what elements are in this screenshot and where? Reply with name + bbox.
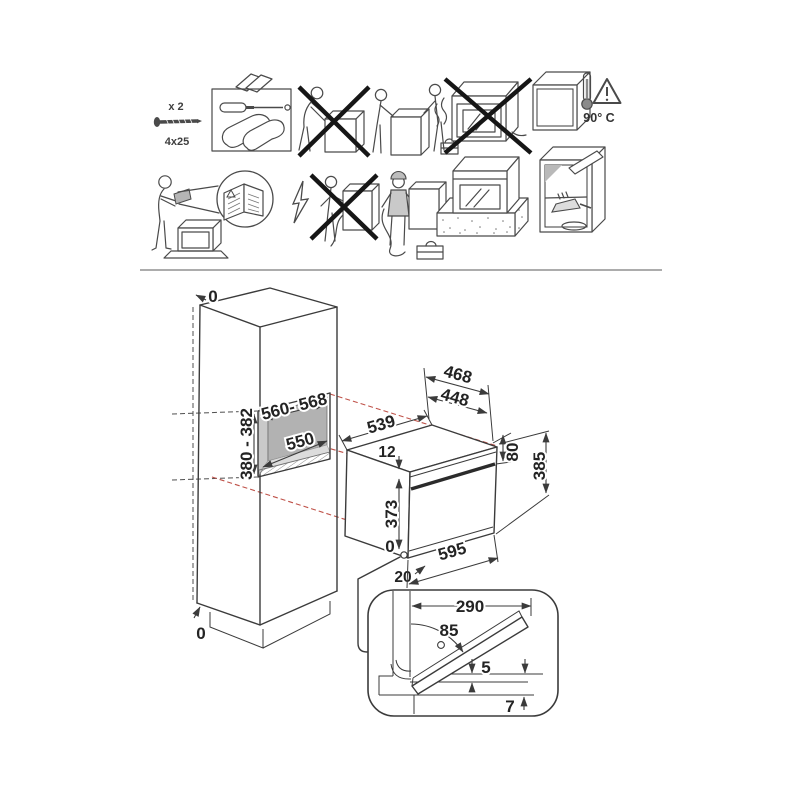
dim-door-height: 373 [382,500,401,528]
callout-lines [177,185,220,214]
pictogram-tools [211,73,292,152]
thermometer-icon [581,72,593,110]
dim-height-overall: 385 [530,452,549,480]
dim-gap-bottom: 0 [196,624,205,643]
dustpan-brush-icon [551,191,592,213]
heat-waves-icon [434,97,527,137]
prohibition-cross-icon [443,77,533,155]
dim-gap-bottom: 5 [481,658,490,677]
open-door-cross-section [411,610,529,695]
cabinet-plinth [209,601,331,649]
dim-body-top-height: 80 [503,443,522,462]
gloves-icon [221,113,285,151]
screwdriver-icon [219,102,291,113]
power-cable-icon [330,214,344,247]
door-detail-view: 85 290 5 7 [357,556,559,718]
lightning-bolt-icon [291,180,310,224]
hinge-pin-marker [437,641,445,649]
dust-cloth-icon [561,221,587,231]
door-handle-groove [410,462,496,491]
pictogram-oven-on-base [436,156,529,237]
open-book-icon [223,183,264,221]
cabinet-drawing: 560- 568 550 380 - 382 0 0 [192,285,338,649]
dim-top-inset: 12 [378,444,395,461]
detail-callout-line [357,556,401,653]
warning-triangle-icon [226,188,236,198]
screw-count-label: x 2 [168,101,183,113]
pictogram-screws: x 2 4x25 [153,101,202,148]
pictogram-no-heat-exposure [434,77,533,155]
dim-opening-angle: 85 [440,621,459,640]
dim-gap-top: 0 [208,287,217,306]
pictogram-electrical-hazard [291,171,447,260]
pictogram-lift-two-people [372,83,459,156]
person-reading-icon [151,175,177,251]
pictogram-max-temp: 90° C [532,71,622,131]
screw-icon [153,117,202,127]
pictogram-clean-cabinet [539,146,606,233]
dim-depth-overall: 468 [442,362,474,388]
helmet-icon [390,171,407,180]
packed-oven-icon [163,219,229,259]
prohibition-cross-icon [297,85,371,158]
overalls-icon [387,189,410,217]
angle-arc [410,623,464,653]
cabinet-top-face [199,287,338,328]
max-temperature-label: 90° C [583,111,614,125]
fixing-hole-marker [400,551,408,559]
oven-icon [452,156,520,214]
duct-icon [568,150,604,175]
dim-niche-height: 380 - 382 [237,408,256,480]
tools-box-frame [211,88,292,152]
toolbox-icon [416,240,444,260]
prohibition-cross-icon [309,173,379,241]
warning-triangle-icon [592,78,622,104]
appliance-front-face [407,446,498,559]
qualified-technician-icon [381,171,415,257]
person-left-icon [372,88,394,154]
dim-zero-gap: 0 [385,537,394,556]
dim-panel-thickness: 7 [505,697,514,716]
power-cable-icon [381,208,406,257]
installation-drawing: 560- 568 550 380 - 382 0 0 539 [171,285,559,718]
pictogram-no-lift-alone [297,85,371,158]
pictogram-strip: x 2 4x25 [151,71,622,260]
cabinet-bottom-edges [196,590,338,626]
dim-door-length: 290 [456,597,484,616]
person-right-icon [423,83,445,152]
screw-size-label: 4x25 [165,136,189,148]
pictogram-read-manual [151,170,274,259]
dim-body-width: 539 [365,411,398,437]
appliance-drawing: 539 468 448 12 373 0 20 595 80 [338,360,551,589]
